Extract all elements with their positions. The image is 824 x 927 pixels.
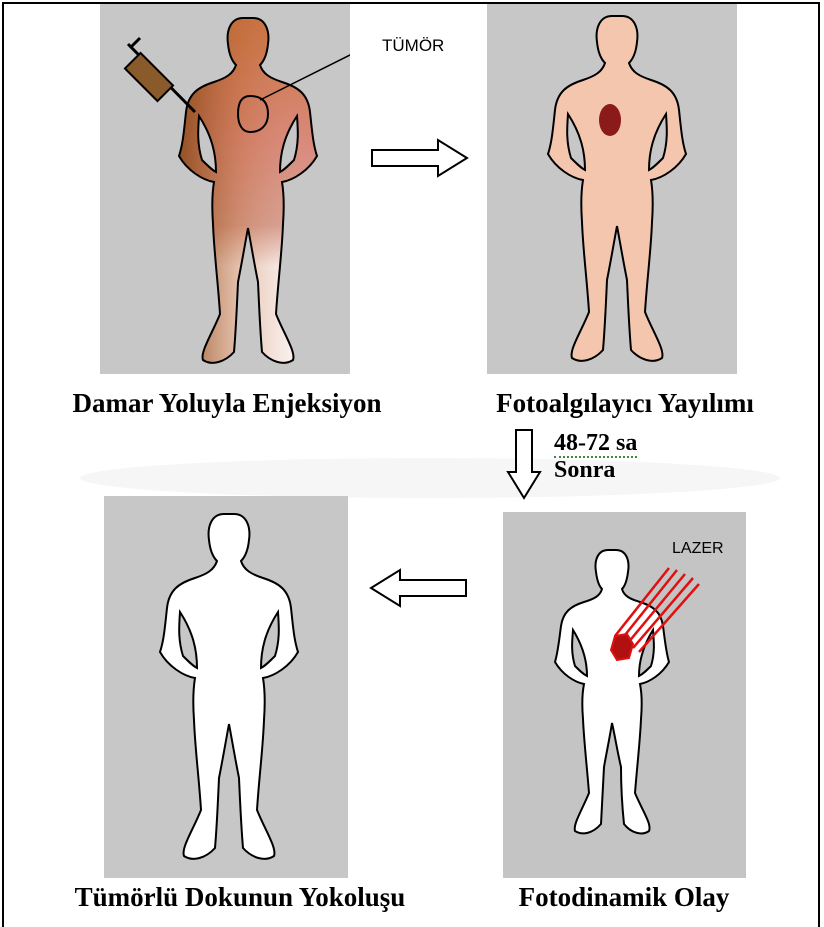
panel-injection xyxy=(100,4,350,374)
arrow-down-icon xyxy=(506,428,542,500)
arrow-right-icon xyxy=(370,138,470,178)
laser-label: LAZER xyxy=(672,540,724,558)
arrow-left-icon xyxy=(368,568,468,608)
background-smudge xyxy=(80,458,780,498)
syringe-icon xyxy=(125,38,195,112)
time-note: 48-72 sa Sonra xyxy=(554,430,637,484)
panel-destruction xyxy=(104,496,348,878)
time-note-after: Sonra xyxy=(554,457,637,484)
injection-illustration xyxy=(100,4,350,374)
panel-diffusion xyxy=(487,4,737,374)
caption-injection: Damar Yoluyla Enjeksiyon xyxy=(42,388,412,419)
caption-photodynamic: Fotodinamik Olay xyxy=(484,882,764,913)
caption-destruction: Tümörlü Dokunun Yokoluşu xyxy=(55,882,425,913)
panel-photodynamic xyxy=(503,512,746,878)
tumor-target xyxy=(611,634,633,660)
diffusion-illustration xyxy=(487,4,737,374)
photodynamic-illustration xyxy=(503,512,746,878)
time-note-hours: 48-72 sa xyxy=(554,430,637,458)
caption-diffusion: Fotoalgılayıcı Yayılımı xyxy=(455,388,795,419)
tumor-label: TÜMÖR xyxy=(382,36,444,56)
tumor-marker xyxy=(599,104,621,136)
destruction-illustration xyxy=(104,496,348,878)
